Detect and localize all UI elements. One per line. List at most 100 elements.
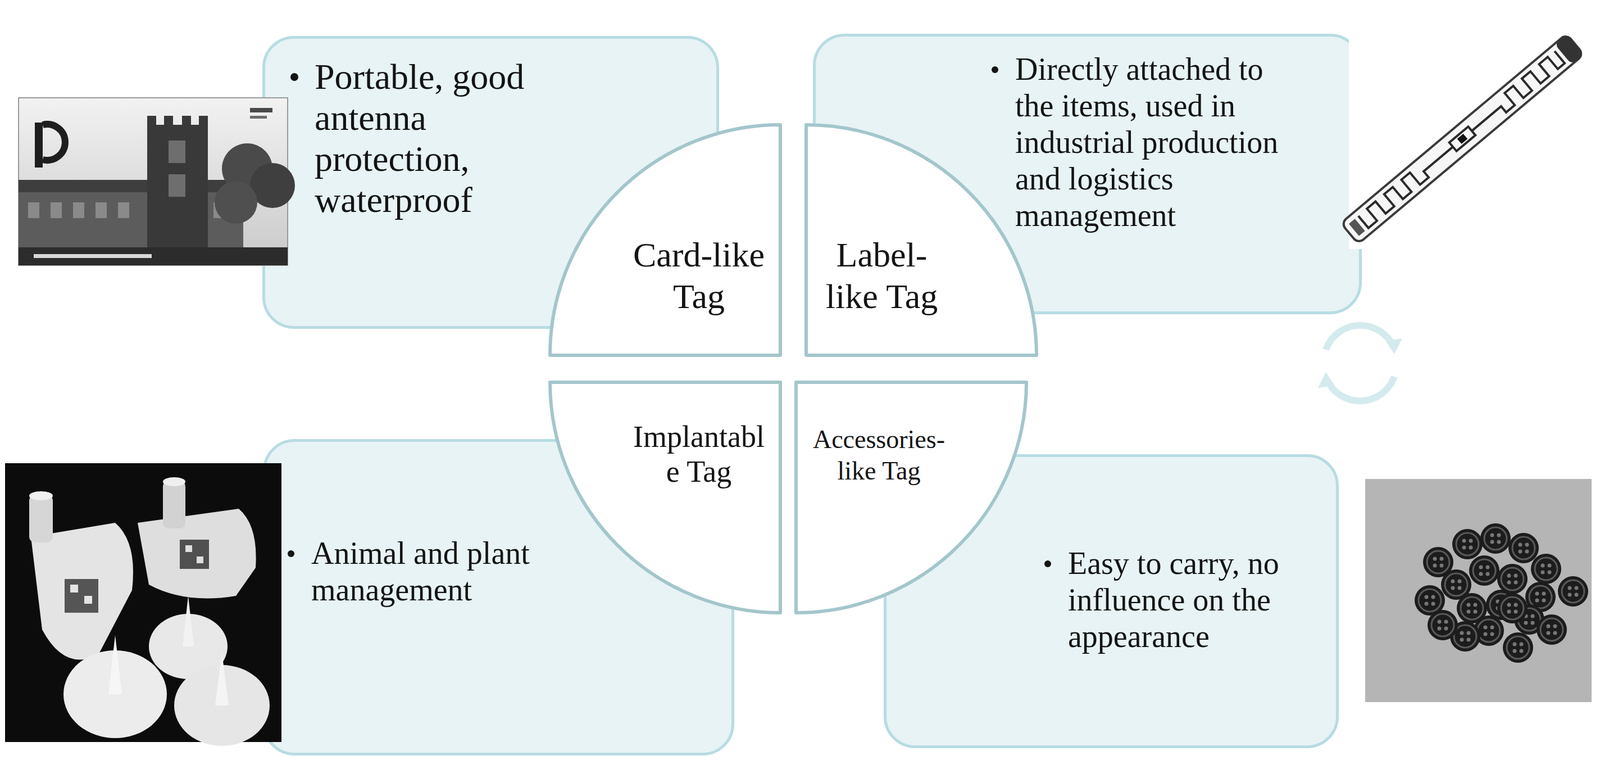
ear-tags-photo-part xyxy=(84,595,93,604)
button-tags-photo-part xyxy=(1536,614,1567,645)
quadrant-label: Accessories-like Tag xyxy=(807,423,951,487)
campus-card-photo-part xyxy=(28,202,40,218)
ear-tags-photo-part xyxy=(64,578,99,613)
tag-type-quadrant: Implantabl e Tag xyxy=(547,379,783,615)
campus-card-photo-part xyxy=(18,97,288,266)
campus-card-photo xyxy=(18,97,295,266)
ear-tags-photo-part xyxy=(148,613,228,679)
campus-card-photo-part xyxy=(164,115,174,126)
button-tags-photo-part xyxy=(1456,592,1488,624)
button-tags-photo-part xyxy=(1480,523,1511,554)
rfid-label-photo-part-part xyxy=(1341,33,1584,244)
rfid-label-photo-part-part xyxy=(1466,51,1565,138)
tag-type-quadrant: Accessories-like Tag xyxy=(793,379,1029,615)
ear-tags-photo-part xyxy=(162,476,186,486)
campus-card-photo-part xyxy=(95,202,107,218)
campus-card-photo-part xyxy=(213,202,225,218)
cycle-arrows-symbol-part xyxy=(1326,376,1395,401)
button-tags-photo-part xyxy=(1497,592,1528,624)
ear-tags-photo xyxy=(5,462,282,746)
button-tags-photo-part xyxy=(1508,532,1539,563)
button-tags-photo-part xyxy=(1473,615,1504,646)
bullet-text: Animal and plant management xyxy=(311,534,553,608)
campus-card-photo-part xyxy=(34,122,43,168)
campus-card-photo-part xyxy=(250,107,273,113)
quadrant-outline xyxy=(547,379,783,615)
ear-tags-photo-part xyxy=(70,584,79,593)
rfid-label-photo-part xyxy=(1348,28,1577,249)
rfid-label-photo-part-part xyxy=(1449,126,1476,152)
bullet-text: Easy to carry, no influence on the appea… xyxy=(1067,544,1316,655)
button-tags-photo-part xyxy=(1502,632,1534,663)
quadrant-shape xyxy=(550,382,781,613)
ear-tags-photo-part xyxy=(108,634,122,694)
button-tags-photo-part xyxy=(1452,528,1483,559)
bullet-text: Portable, good antenna protection, water… xyxy=(314,56,562,221)
campus-card-photo-part xyxy=(18,192,244,249)
campus-card-photo-part xyxy=(168,174,186,197)
ear-tags-photo-part xyxy=(30,522,134,660)
campus-card-photo-part xyxy=(33,253,152,258)
rfid-label-photo-part-part xyxy=(1554,33,1584,65)
campus-card-photo-part xyxy=(117,202,130,218)
ear-tags-photo-part xyxy=(185,544,193,552)
ear-tags-photo-part xyxy=(29,494,53,543)
cycle-arrows-symbol-part xyxy=(1325,325,1394,350)
campus-card-photo-part xyxy=(18,179,288,193)
button-tags-photo-part xyxy=(1469,555,1500,586)
bullet-dot xyxy=(1044,560,1052,567)
ear-tags-photo-part xyxy=(215,651,229,706)
rfid-label-photo-part-part xyxy=(1358,140,1458,228)
ear-tags-photo-part xyxy=(137,508,257,599)
campus-card-photo-part xyxy=(42,124,66,161)
button-tags-photo xyxy=(1365,478,1592,702)
campus-card-photo-part xyxy=(18,247,288,266)
ear-tags-photo-part xyxy=(63,650,167,738)
campus-card-photo-part xyxy=(147,115,157,126)
button-tags-photo-part xyxy=(1514,603,1545,635)
button-tags-photo-part xyxy=(1450,620,1481,652)
campus-card-photo-part xyxy=(50,202,62,218)
ear-tags-photo-part xyxy=(179,539,209,569)
cycle-arrows-symbol-part xyxy=(1317,371,1335,388)
button-tags-photo-part xyxy=(1497,563,1528,594)
campus-card-photo-part xyxy=(73,202,85,218)
campus-card-photo-part xyxy=(182,115,192,126)
campus-card-photo-part xyxy=(250,115,267,119)
ear-tags-photo-part xyxy=(162,480,186,529)
campus-card-photo-part xyxy=(198,115,208,126)
campus-card-photo-part xyxy=(168,140,186,163)
button-tags-photo-part xyxy=(1530,553,1562,584)
quadrant-label: Label-like Tag xyxy=(818,233,945,317)
campus-card-photo-part xyxy=(221,143,273,194)
button-tags-photo-part xyxy=(1365,478,1592,702)
cycle-arrows-symbol xyxy=(1317,325,1403,401)
button-tags-photo-part xyxy=(1485,589,1517,620)
quadrant-shape xyxy=(550,124,781,356)
rfid-label-photo-part xyxy=(1341,33,1584,244)
bullet-text: Directly attached to the items, used in … xyxy=(1015,51,1297,234)
campus-card-photo-part xyxy=(147,124,208,249)
bullet-dot xyxy=(287,550,295,557)
quadrant-label: Implantabl e Tag xyxy=(628,419,770,489)
bullet-dot xyxy=(290,73,299,81)
rfid-label-photo xyxy=(1341,28,1584,249)
ear-tags-photo-part xyxy=(174,664,270,746)
button-tags-photo-part xyxy=(1423,546,1454,577)
quadrant-label: Card-like Tag xyxy=(620,233,778,317)
tag-type-quadrant: Card-like Tag xyxy=(547,122,783,358)
button-tags-photo-part xyxy=(1557,575,1589,607)
button-tags-photo-part xyxy=(1525,581,1556,612)
cycle-arrows-symbol-part xyxy=(1385,338,1403,354)
campus-card-photo-part xyxy=(214,180,258,224)
quadrant-outline xyxy=(793,379,1029,615)
campus-card-photo-part xyxy=(250,162,295,208)
ear-tags-photo-part xyxy=(196,556,204,563)
tag-type-quadrant: Label-like Tag xyxy=(803,122,1039,358)
button-tags-photo-part xyxy=(1427,609,1458,640)
button-tags-photo-part xyxy=(1414,584,1445,616)
ear-tags-photo-part xyxy=(5,462,282,742)
rfid-label-photo-part-part xyxy=(1457,133,1468,144)
ear-tags-photo-part xyxy=(29,491,53,500)
